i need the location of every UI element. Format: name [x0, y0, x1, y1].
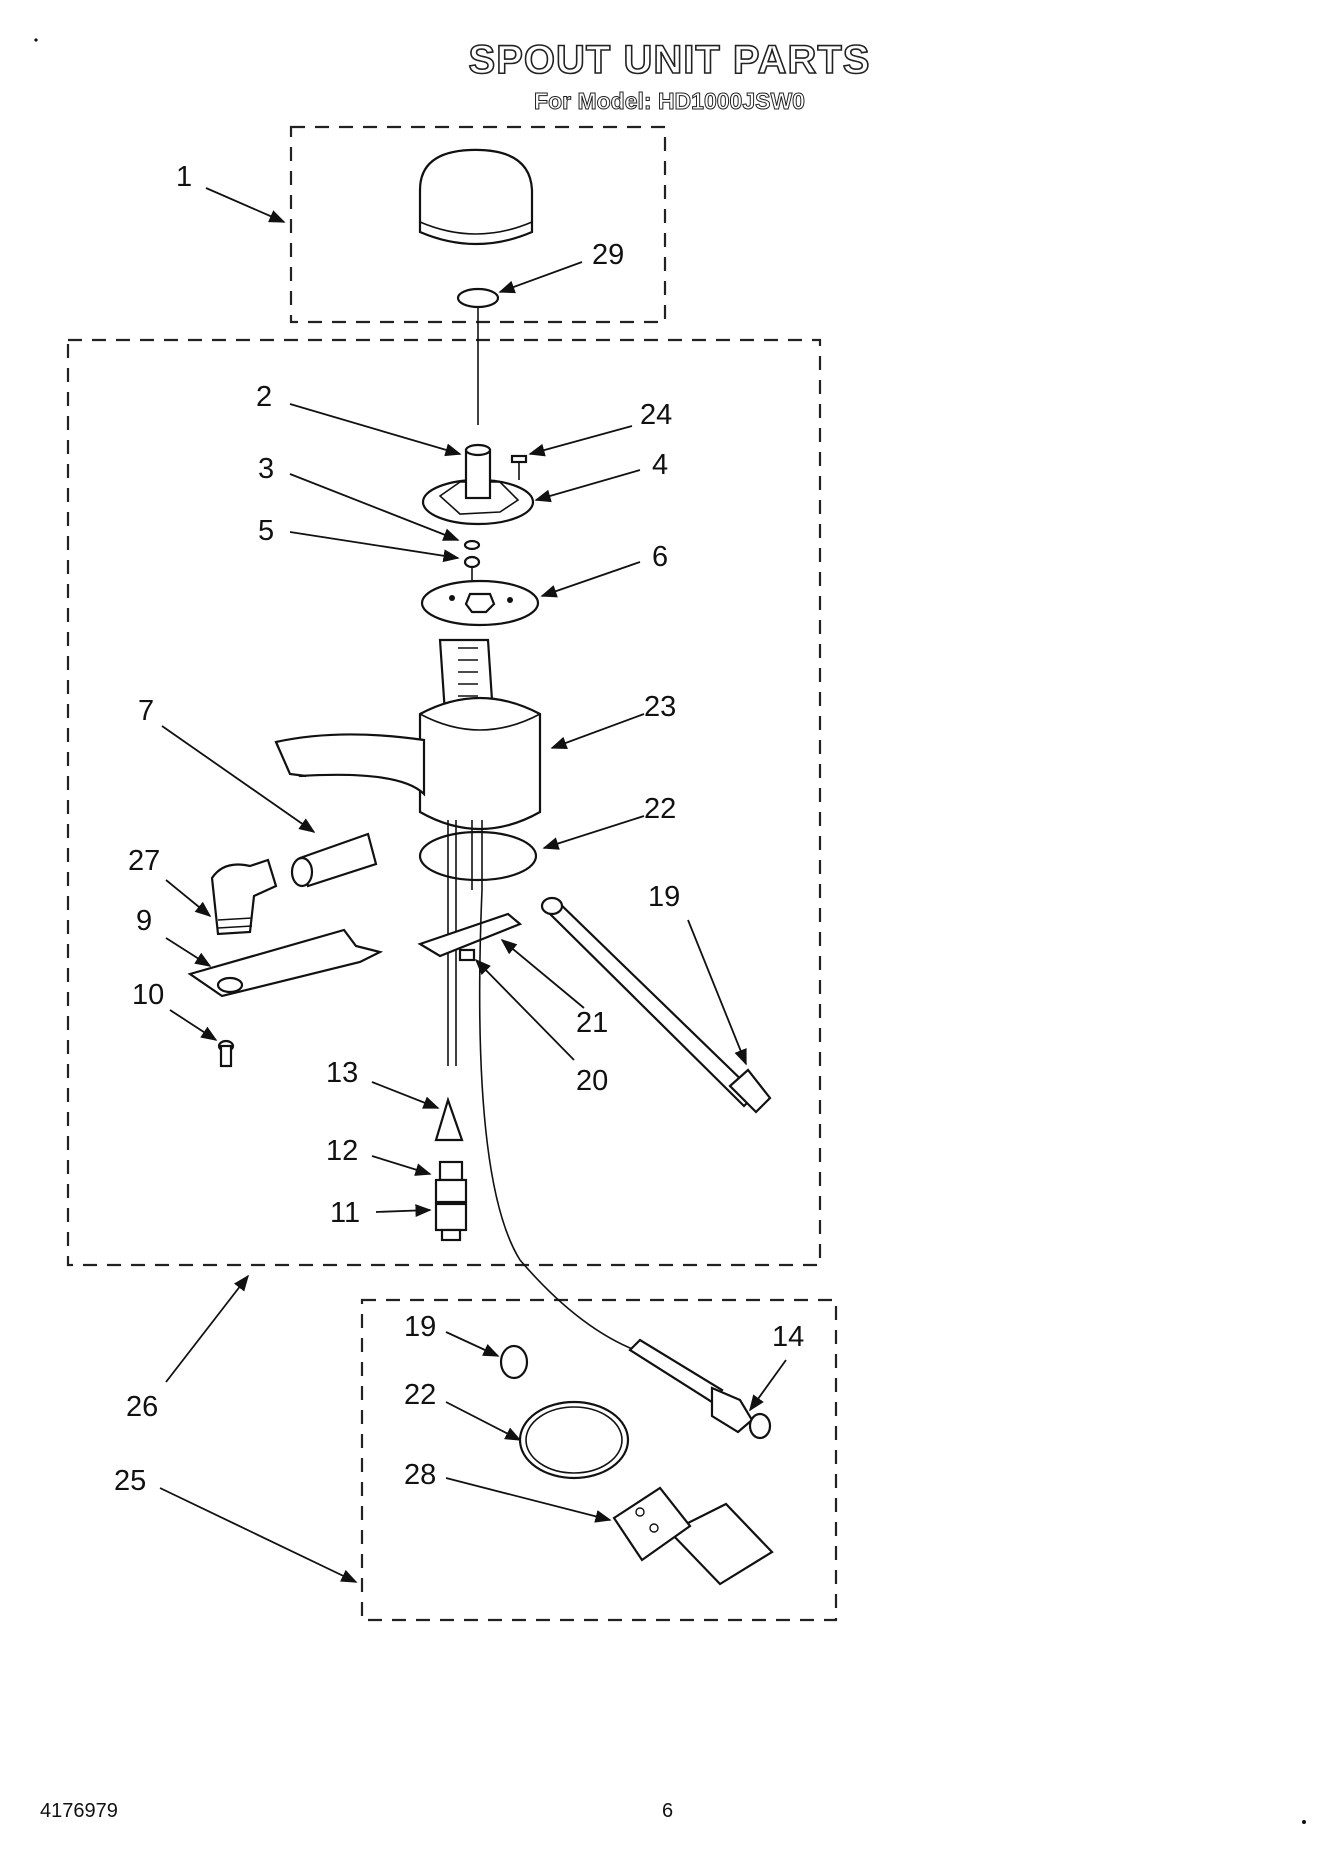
- page-title: SPOUT UNIT PARTS: [468, 37, 871, 83]
- callout-6: 6: [652, 541, 668, 573]
- callout-13: 13: [326, 1057, 358, 1089]
- clip-part: [417, 912, 523, 962]
- leader-6: [540, 561, 641, 598]
- hose-part: [290, 832, 378, 888]
- callout-26: 26: [126, 1391, 158, 1423]
- callout-22: 22: [644, 793, 676, 825]
- elbow-fitting-part: [210, 858, 278, 936]
- leader-12: [371, 1155, 432, 1176]
- leader-28: [445, 1477, 612, 1523]
- small-oring-part: [463, 539, 481, 551]
- leader-19b: [445, 1331, 500, 1357]
- valve-cartridge-part: [434, 1160, 468, 1204]
- callout-23: 23: [644, 691, 676, 723]
- callout-14: 14: [772, 1321, 804, 1353]
- strainer-part: [434, 1096, 464, 1142]
- scan-dot: [34, 38, 38, 42]
- leader-25: [159, 1487, 358, 1583]
- callout-11: 11: [330, 1197, 360, 1229]
- leader-24: [528, 425, 633, 457]
- kit-oring-part: [518, 1400, 630, 1480]
- callout-2: 2: [256, 381, 272, 413]
- callout-19: 19: [648, 881, 680, 913]
- valve-body-part: [434, 1202, 468, 1242]
- leader-26: [165, 1274, 249, 1383]
- leader-4: [534, 469, 641, 503]
- leader-27: [165, 879, 212, 918]
- leader-14: [749, 1359, 787, 1412]
- callout-20: 20: [576, 1065, 608, 1097]
- supply-fitting-part: [628, 1338, 772, 1440]
- callout-4: 4: [652, 449, 668, 481]
- leader-23: [550, 713, 645, 750]
- leader-2: [289, 403, 462, 457]
- callout-25: 25: [114, 1465, 146, 1497]
- large-oring-part: [418, 830, 538, 882]
- knob-part: [418, 148, 534, 246]
- callout-19b: 19: [404, 1311, 436, 1343]
- page-number: 6: [662, 1800, 674, 1822]
- model-subtitle: For Model: HD1000JSW0: [534, 88, 806, 115]
- screw-24-part: [510, 454, 528, 480]
- callout-28: 28: [404, 1459, 436, 1491]
- leader-7: [161, 725, 316, 833]
- leader-19: [687, 919, 747, 1066]
- leader-22: [542, 815, 645, 850]
- outlet-tube-part: [540, 896, 772, 1114]
- leader-3: [289, 473, 460, 541]
- callout-7: 7: [138, 695, 154, 727]
- kit-oring-inner: [525, 1406, 623, 1474]
- callout-1: 1: [176, 161, 192, 193]
- leader-21: [500, 938, 585, 1009]
- supply-tube: [478, 889, 641, 1353]
- leader-13: [371, 1081, 440, 1109]
- cam-plate-part: [421, 443, 535, 526]
- leader-1: [205, 187, 286, 223]
- callout-22b: 22: [404, 1379, 436, 1411]
- retaining-ring-part: [456, 287, 500, 309]
- leader-29: [498, 261, 583, 294]
- kit-clamp-part: [499, 1344, 529, 1380]
- kit-labels-part: [612, 1486, 774, 1586]
- screw-10-part: [217, 1039, 235, 1068]
- leader-20: [474, 958, 575, 1061]
- scan-dot-2: [1302, 1820, 1306, 1824]
- spout-body-part: [274, 638, 542, 831]
- callout-5: 5: [258, 515, 274, 547]
- bracket-part: [187, 928, 384, 998]
- document-number: 4176979: [40, 1800, 118, 1822]
- spout-assembly-box: [66, 338, 822, 1267]
- callout-9: 9: [136, 905, 152, 937]
- callout-10: 10: [132, 979, 164, 1011]
- callout-29: 29: [592, 239, 624, 271]
- mounting-plate-part: [420, 579, 540, 627]
- kit-group-box: [360, 1298, 838, 1622]
- leader-5: [289, 531, 460, 563]
- leader-10: [169, 1009, 218, 1041]
- screw-5-part: [463, 555, 481, 582]
- callout-24: 24: [640, 399, 672, 431]
- leader-9: [165, 937, 212, 967]
- callout-3: 3: [258, 453, 274, 485]
- callout-27: 27: [128, 845, 160, 877]
- leader-11: [375, 1204, 432, 1218]
- callout-21: 21: [576, 1007, 608, 1039]
- leader-22b: [445, 1401, 522, 1441]
- callout-12: 12: [326, 1135, 358, 1167]
